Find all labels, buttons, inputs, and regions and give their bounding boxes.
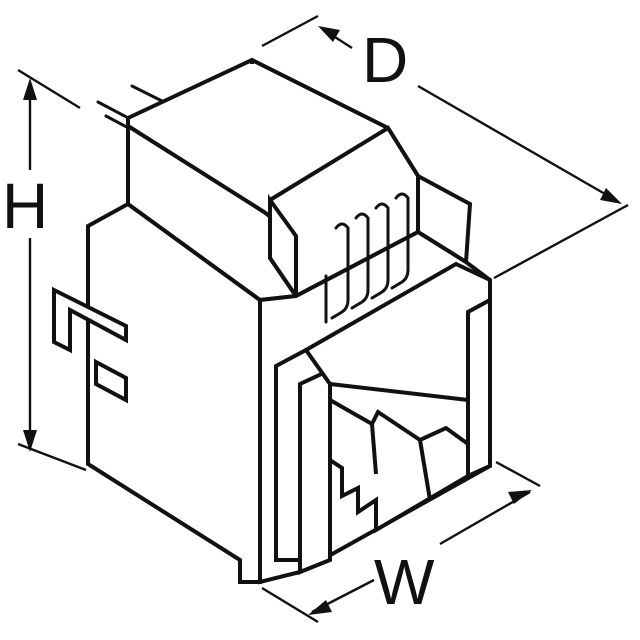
height-dimension: H — [2, 68, 87, 472]
jack-latch-steps — [328, 396, 470, 534]
height-arrowhead-top — [23, 78, 37, 100]
height-arrowhead-bottom — [23, 430, 37, 452]
jack-latch-edge — [370, 423, 378, 475]
width-label: W — [374, 546, 435, 618]
contact-finger — [390, 192, 410, 290]
jack-frame-right — [466, 296, 492, 480]
mounting-clip — [52, 286, 128, 404]
width-arrowhead-right — [508, 490, 532, 504]
jack-frame-left-side — [298, 366, 332, 575]
width-extension-line-left — [261, 586, 319, 624]
contact-finger — [370, 202, 390, 300]
width-arrowhead-left — [308, 600, 332, 615]
contact-finger — [330, 222, 350, 320]
contact-fingers — [324, 192, 410, 324]
contact-finger — [350, 212, 370, 310]
height-extension-line-top — [17, 68, 81, 110]
depth-extension-line-back — [261, 14, 319, 48]
depth-extension-line-front — [493, 203, 629, 280]
height-label: H — [2, 170, 48, 242]
depth-dimension: D — [261, 14, 629, 280]
height-extension-line-bottom — [17, 442, 87, 472]
mounting-clip-lower — [94, 358, 128, 404]
depth-arrowhead-front — [600, 188, 622, 204]
depth-dimension-line-right — [417, 84, 613, 200]
jack-latch-edge — [418, 439, 432, 501]
depth-label: D — [362, 24, 408, 96]
width-extension-line-right — [495, 460, 541, 488]
width-dimension: W — [261, 460, 541, 624]
mounting-clip-upper — [52, 286, 128, 354]
depth-arrowhead-back — [318, 26, 340, 42]
